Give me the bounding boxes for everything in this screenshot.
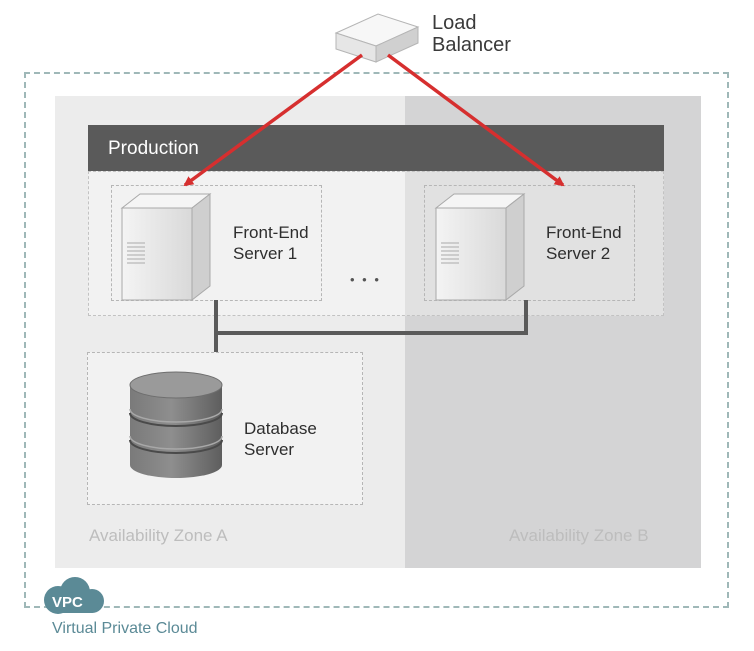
network-connector [214,300,528,352]
vpc-badge-label: VPC [52,594,83,611]
zone-a-label: Availability Zone A [89,526,228,545]
database-server-label: Database Server [244,418,317,460]
server-2-line1: Front-End [546,223,622,242]
load-balancer-line2: Balancer [432,34,511,56]
front-end-server-2-box [424,185,635,301]
server-2-line2: Server 2 [546,244,611,263]
vpc-boundary [24,72,729,608]
database-line2: Server [244,440,295,459]
more-servers-ellipsis: • • • [350,272,381,287]
server-2-icon [434,192,526,302]
load-balancer-line1: Load [432,12,477,34]
arrow-to-server-2 [386,53,565,187]
vpc-cloud-icon [44,577,104,614]
load-balancer-icon [334,13,420,63]
front-end-server-1-label: Front-End Server 1 [233,222,309,264]
server-1-line2: Server 1 [233,244,298,263]
arrow-to-server-1 [183,53,364,187]
front-end-server-2-label: Front-End Server 2 [546,222,622,264]
server-1-icon [120,192,212,302]
production-bar [88,125,664,171]
server-1-line1: Front-End [233,223,309,242]
database-line1: Database [244,419,317,438]
production-label: Production [108,138,199,159]
load-balancer-label: Load Balancer [432,12,511,56]
database-icon [129,371,223,478]
vpc-caption: Virtual Private Cloud [52,620,198,637]
zone-b-label: Availability Zone B [509,526,649,545]
